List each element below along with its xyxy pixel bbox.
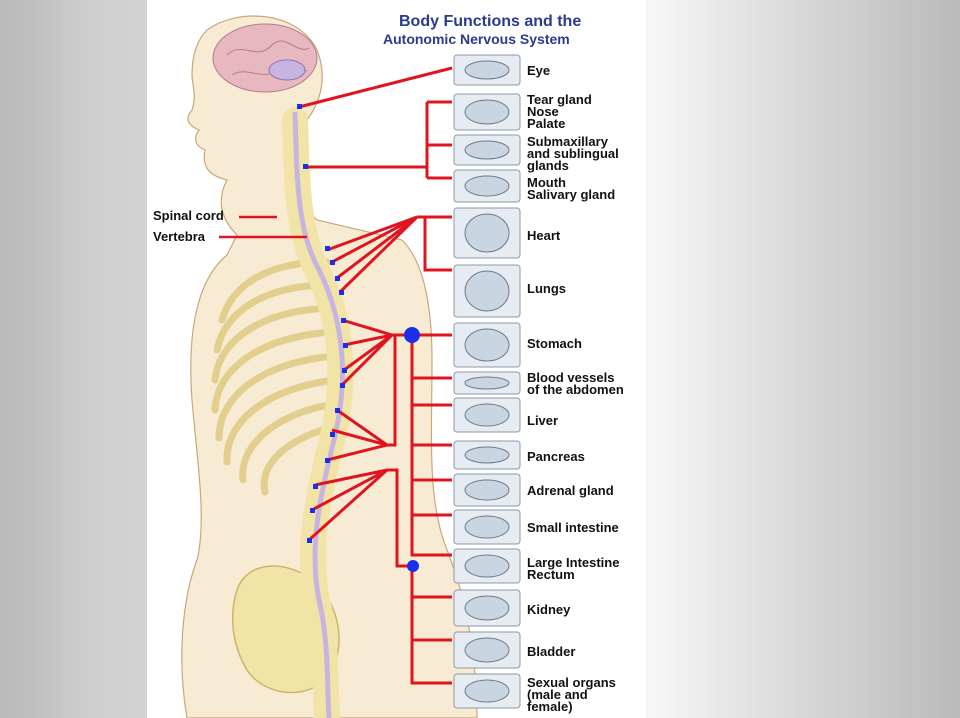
salivary-glands-icon-shape [464, 140, 510, 160]
organ-label-line: Large Intestine [527, 555, 620, 570]
organ-label-line: Nose [527, 104, 559, 119]
heart-icon-shape [464, 213, 510, 253]
organ-icon-column [453, 54, 521, 709]
tear-gland-icon-shape [464, 99, 510, 125]
eye-icon-shape [464, 60, 510, 80]
organ-label-line: Eye [527, 63, 551, 78]
organ-label-line: Blood vessels [527, 370, 615, 385]
organ-label-kidney: Kidney [527, 602, 571, 617]
organ-label-line: glands [527, 158, 569, 173]
organ-label-liver: Liver [527, 413, 559, 428]
organ-label-lungs: Lungs [527, 281, 566, 296]
spinal-cord-label: Spinal cord [153, 208, 224, 223]
mouth-icon-shape [464, 175, 510, 197]
organ-label-line: Heart [527, 228, 561, 243]
organ-label-adrenal: Adrenal gland [527, 483, 614, 498]
anatomy-illustration [181, 15, 521, 718]
stomach-icon-shape [464, 328, 510, 362]
adrenal-gland-icon-shape [464, 479, 510, 501]
organ-label-small-intestine: Small intestine [527, 520, 619, 535]
organ-label-line: Liver [527, 413, 559, 428]
organ-label-heart: Heart [527, 228, 561, 243]
ganglion-node [404, 327, 420, 343]
organ-label-line: Sexual organs [527, 675, 616, 690]
pancreas-icon-shape [464, 446, 510, 464]
organ-label-line: Small intestine [527, 520, 619, 535]
nerve-pathways [298, 66, 453, 685]
organ-label-line: (male and [527, 687, 588, 702]
spinal-exit-points [297, 104, 348, 543]
organ-label-line: Rectum [527, 567, 575, 582]
brainstem [268, 59, 306, 81]
diagram-title-line-1: Body Functions and the [399, 13, 582, 30]
organ-label-pancreas: Pancreas [527, 449, 585, 464]
organ-label-line: Pancreas [527, 449, 585, 464]
blood-vessel-icon-shape [464, 376, 510, 390]
organ-label-stomach: Stomach [527, 336, 582, 351]
vertebra-label: Vertebra [153, 229, 206, 244]
organ-label-line: and sublingual [527, 146, 619, 161]
bladder-icon-shape [464, 637, 510, 663]
organ-label-line: Salivary gland [527, 187, 616, 202]
organ-label-line: Lungs [527, 281, 566, 296]
organ-label-line: of the abdomen [527, 382, 624, 397]
organ-label-eye: Eye [527, 63, 551, 78]
organ-label-line: Stomach [527, 336, 582, 351]
organ-label-line: Mouth [527, 175, 566, 190]
organ-label-line: Submaxillary [527, 134, 608, 149]
ganglion-node [407, 560, 419, 572]
organ-label-line: female) [527, 699, 573, 714]
large-intestine-icon-shape [464, 554, 510, 578]
diagram-title-line-2: Autonomic Nervous System [383, 31, 570, 47]
liver-icon-shape [464, 403, 510, 427]
small-intestine-icon-shape [464, 515, 510, 539]
reproductive-organs-icon-shape [464, 679, 510, 703]
organ-label-line: Tear gland [527, 92, 592, 107]
lungs-icon-shape [464, 270, 510, 312]
kidney-icon-shape [464, 595, 510, 621]
organ-label-line: Bladder [527, 644, 576, 659]
organ-label-line: Adrenal gland [527, 483, 614, 498]
organ-label-bladder: Bladder [527, 644, 576, 659]
spinal-cord [292, 111, 345, 718]
organ-label-line: Palate [527, 116, 566, 131]
diagram-slide: Body Functions and the Autonomic Nervous… [147, 0, 646, 718]
rib-cage [211, 258, 339, 496]
brain [212, 23, 318, 93]
organ-label-line: Kidney [527, 602, 571, 617]
